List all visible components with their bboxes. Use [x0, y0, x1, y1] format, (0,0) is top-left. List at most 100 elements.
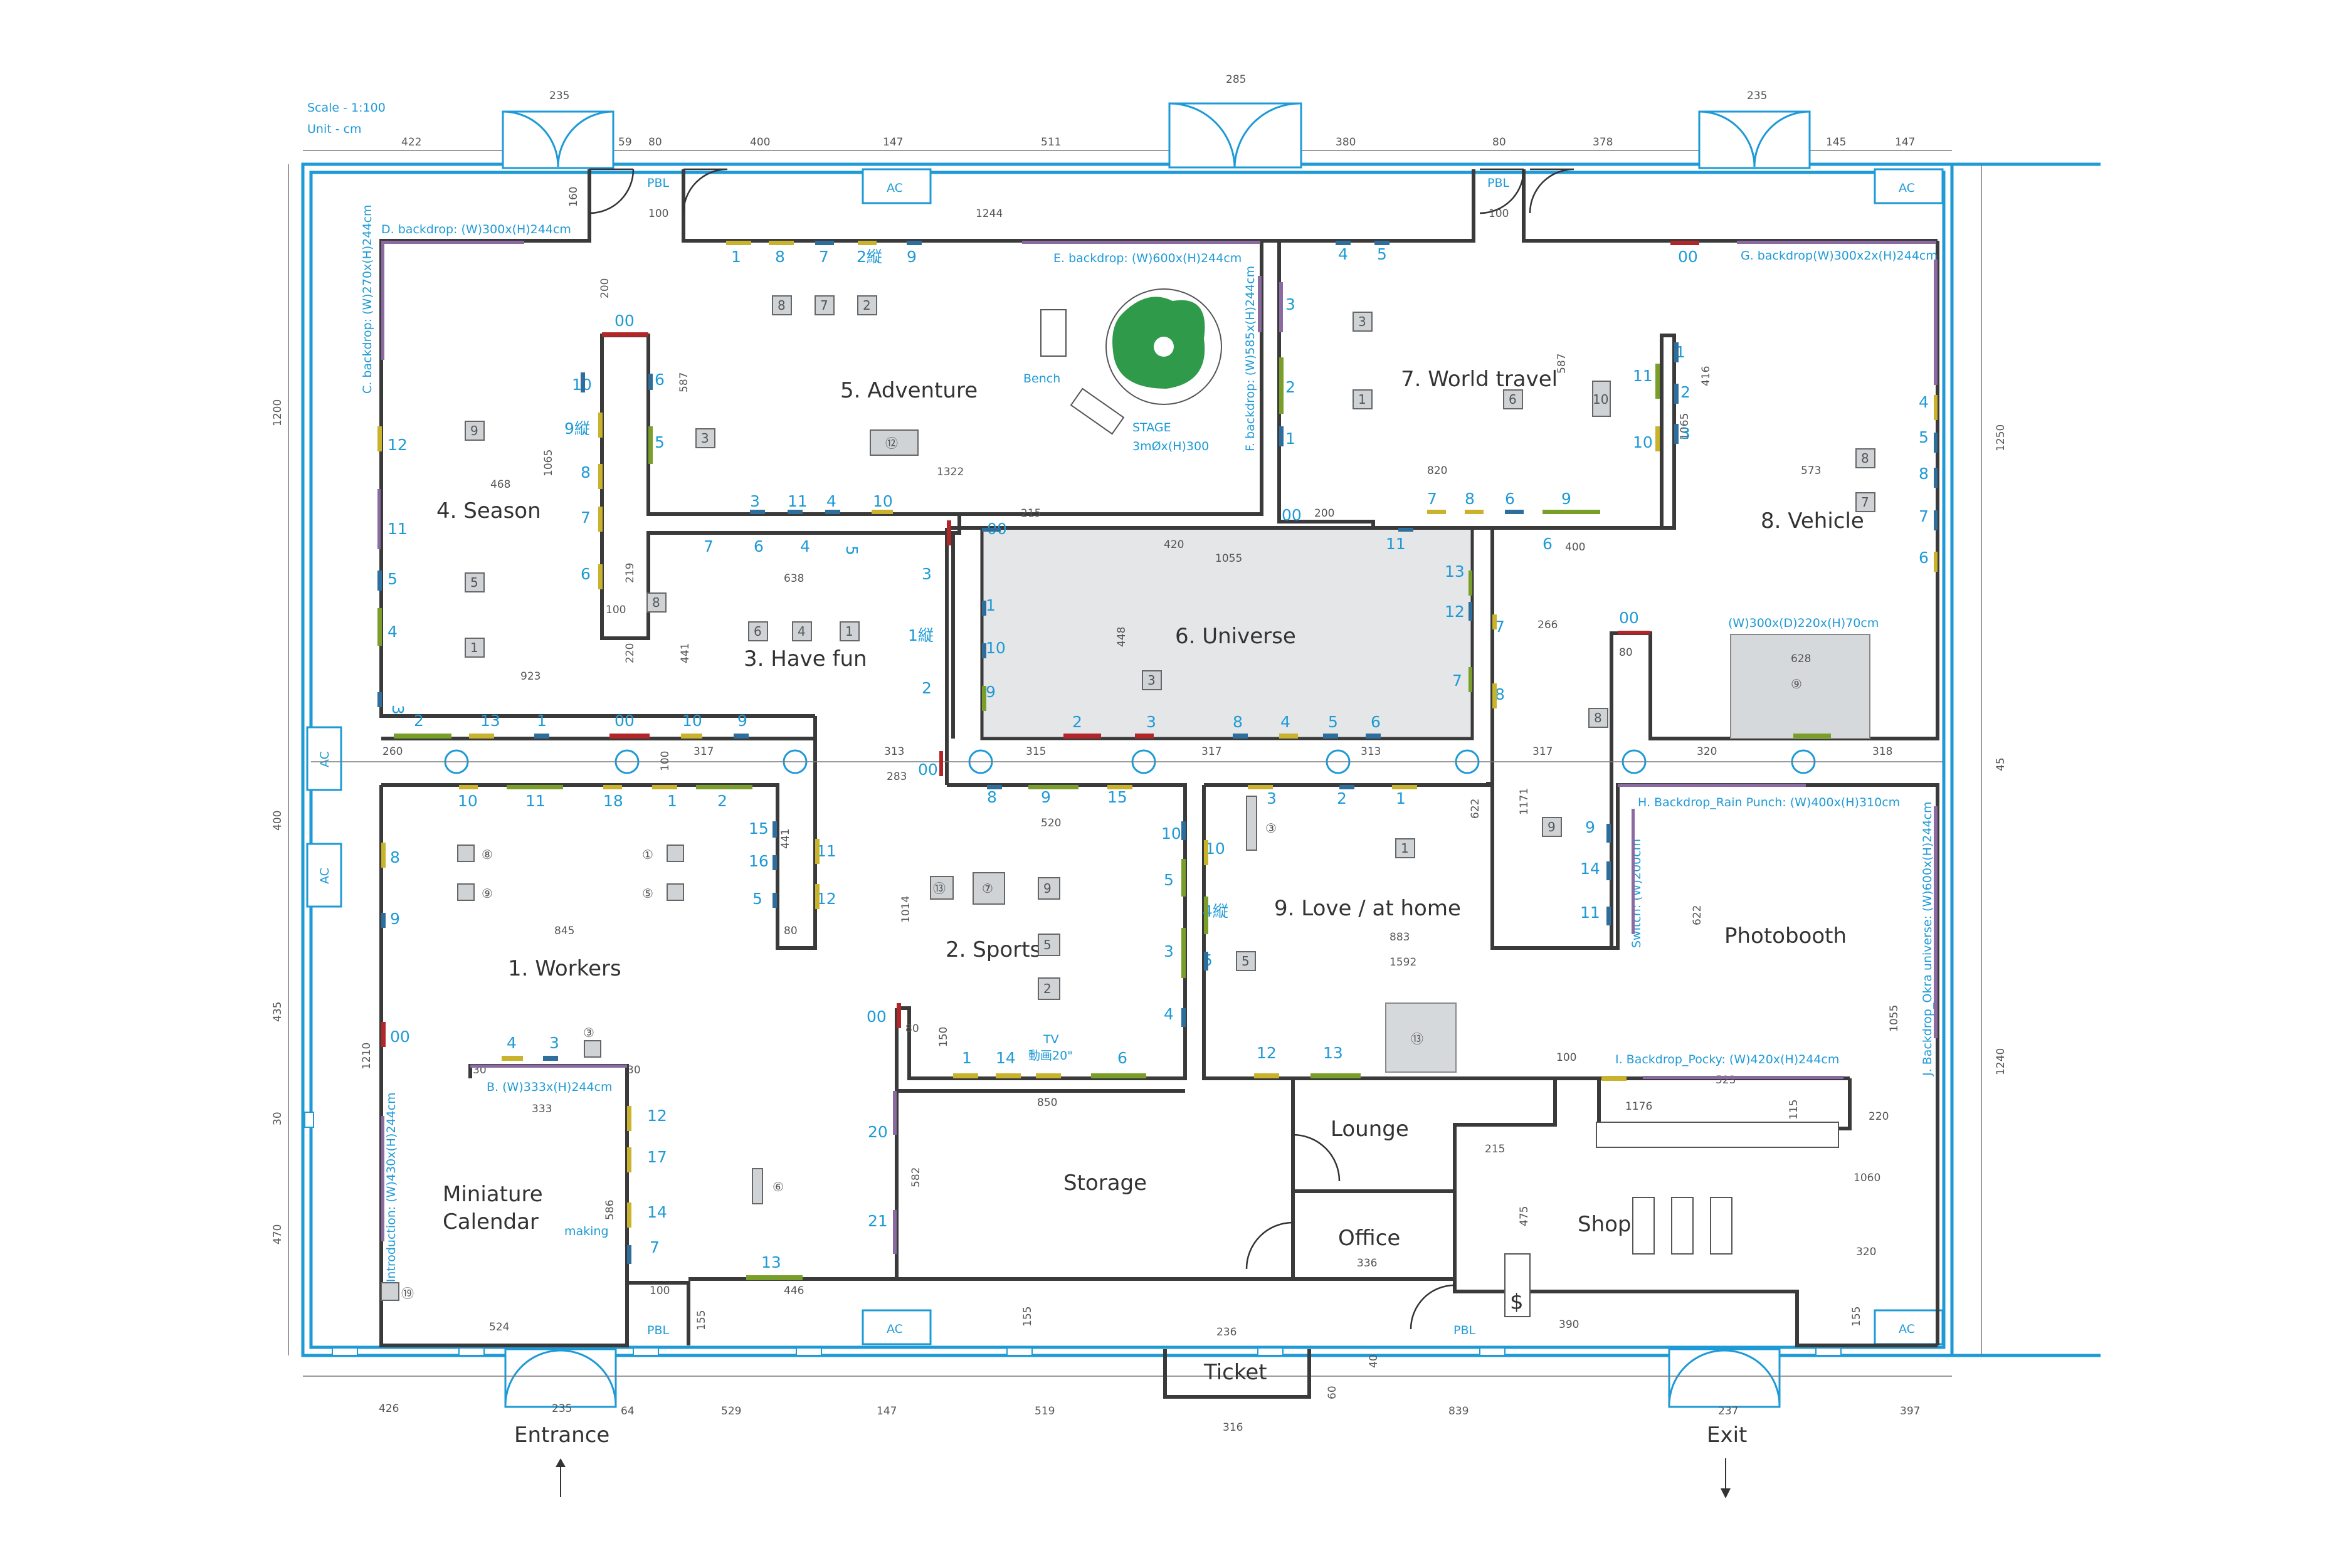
svg-text:6: 6 — [1509, 392, 1517, 407]
svg-text:8: 8 — [581, 463, 591, 481]
svg-text:7: 7 — [704, 537, 714, 555]
exhibit-numbers-have-fun: 7 6 4 5 3 1縦 2 00 10 9 — [682, 537, 938, 779]
exit-arrow-icon — [1721, 1458, 1731, 1498]
svg-text:7: 7 — [1919, 507, 1929, 525]
svg-text:3: 3 — [1146, 713, 1156, 731]
svg-text:5: 5 — [1919, 428, 1929, 446]
room-have-fun: 3. Have fun — [744, 646, 867, 671]
svg-text:266: 266 — [1537, 619, 1558, 631]
ticket-booth: Ticket — [1163, 1349, 1311, 1399]
svg-text:AC: AC — [1899, 181, 1915, 195]
svg-text:10: 10 — [682, 712, 702, 730]
svg-text:10: 10 — [1593, 392, 1608, 407]
unit-label: Unit - cm — [307, 122, 362, 136]
svg-text:3: 3 — [549, 1034, 559, 1052]
svg-text:7: 7 — [650, 1238, 660, 1256]
svg-text:446: 446 — [784, 1285, 804, 1297]
svg-text:10: 10 — [873, 492, 893, 510]
svg-text:638: 638 — [784, 572, 804, 585]
svg-text:10: 10 — [458, 792, 478, 810]
entrance-arrow-icon — [556, 1458, 566, 1497]
svg-text:4: 4 — [1164, 1005, 1174, 1023]
svg-text:6: 6 — [1505, 490, 1515, 508]
dim-147-bottom: 147 — [877, 1405, 897, 1418]
svg-text:4: 4 — [507, 1034, 517, 1052]
svg-text:7: 7 — [820, 298, 828, 313]
svg-text:11: 11 — [816, 842, 836, 860]
svg-text:6: 6 — [1371, 713, 1381, 731]
svg-text:15: 15 — [749, 819, 769, 838]
room-storage: Storage — [1063, 1171, 1147, 1196]
svg-text:441: 441 — [779, 829, 792, 849]
room-vehicle: 8. Vehicle — [1761, 508, 1864, 534]
svg-text:6: 6 — [1919, 549, 1929, 567]
svg-text:00: 00 — [1619, 609, 1639, 627]
svg-text:7: 7 — [1861, 495, 1869, 510]
svg-text:4: 4 — [1280, 713, 1290, 731]
svg-text:6: 6 — [655, 371, 665, 389]
svg-text:2: 2 — [1680, 383, 1690, 401]
svg-text:⑫: ⑫ — [885, 436, 898, 451]
left-dimension-line: 1200 400 435 30 470 — [272, 164, 289, 1355]
svg-text:520: 520 — [1041, 817, 1061, 829]
svg-text:155: 155 — [1021, 1307, 1034, 1327]
svg-text:10: 10 — [1205, 839, 1225, 858]
svg-text:AC: AC — [318, 868, 332, 884]
tv-video-label: 動画20" — [1028, 1049, 1073, 1063]
exhibit-numbers-sports: 8 9 15 10 5 3 4 1 14 6 00 — [867, 788, 1181, 1067]
svg-text:10: 10 — [1161, 824, 1181, 843]
making-label: making — [564, 1224, 609, 1238]
svg-text:⑤: ⑤ — [642, 886, 653, 901]
svg-text:448: 448 — [1115, 627, 1128, 647]
dim-64: 64 — [621, 1405, 635, 1418]
svg-text:7: 7 — [581, 508, 591, 527]
svg-text:1244: 1244 — [976, 208, 1003, 220]
svg-text:219: 219 — [624, 563, 636, 583]
dim-45: 45 — [1995, 757, 2007, 771]
dim-397: 397 — [1900, 1405, 1920, 1418]
svg-text:③: ③ — [583, 1025, 594, 1040]
svg-text:100: 100 — [606, 604, 626, 616]
svg-text:6: 6 — [1543, 535, 1553, 553]
stage-label: STAGE — [1132, 421, 1171, 434]
svg-text:9: 9 — [1041, 788, 1051, 806]
svg-text:215: 215 — [1021, 507, 1041, 520]
svg-text:1055: 1055 — [1215, 552, 1242, 565]
svg-text:622: 622 — [1691, 905, 1704, 925]
svg-text:7: 7 — [819, 248, 829, 266]
svg-text:441: 441 — [679, 643, 692, 663]
svg-text:12: 12 — [388, 436, 408, 454]
svg-text:155: 155 — [695, 1310, 708, 1330]
top-door-right — [1698, 110, 1811, 169]
svg-text:8: 8 — [1465, 490, 1475, 508]
svg-text:11: 11 — [525, 792, 546, 810]
room-sports: 2. Sports — [946, 937, 1041, 962]
pbl-bottom-left: PBL — [647, 1323, 669, 1337]
svg-text:⑨: ⑨ — [1791, 676, 1802, 692]
backdrop-g: G. backdrop(W)300x2x(H)244cm — [1741, 249, 1938, 263]
svg-text:AC: AC — [887, 181, 903, 195]
svg-text:9: 9 — [470, 423, 478, 438]
svg-text:160: 160 — [567, 187, 580, 207]
svg-text:115: 115 — [1788, 1100, 1800, 1120]
dim-316: 316 — [1223, 1421, 1243, 1434]
svg-text:9: 9 — [1585, 818, 1595, 836]
svg-text:622: 622 — [1469, 799, 1482, 819]
svg-text:5: 5 — [752, 890, 762, 908]
svg-text:12: 12 — [647, 1107, 667, 1125]
svg-text:3: 3 — [1285, 295, 1295, 313]
svg-text:1322: 1322 — [937, 466, 964, 478]
dim-435: 435 — [272, 1002, 284, 1022]
top-door-left — [502, 110, 614, 169]
svg-text:468: 468 — [490, 478, 510, 491]
svg-text:11: 11 — [1633, 367, 1653, 385]
svg-text:586: 586 — [604, 1200, 616, 1220]
svg-text:AC: AC — [887, 1322, 903, 1336]
svg-text:320: 320 — [1697, 745, 1717, 758]
svg-text:5: 5 — [1328, 713, 1338, 731]
svg-text:16: 16 — [749, 852, 769, 870]
dim-40: 40 — [1368, 1354, 1380, 1368]
svg-text:317: 317 — [693, 745, 714, 758]
svg-text:317: 317 — [1201, 745, 1221, 758]
dim-400-left: 400 — [272, 811, 284, 831]
